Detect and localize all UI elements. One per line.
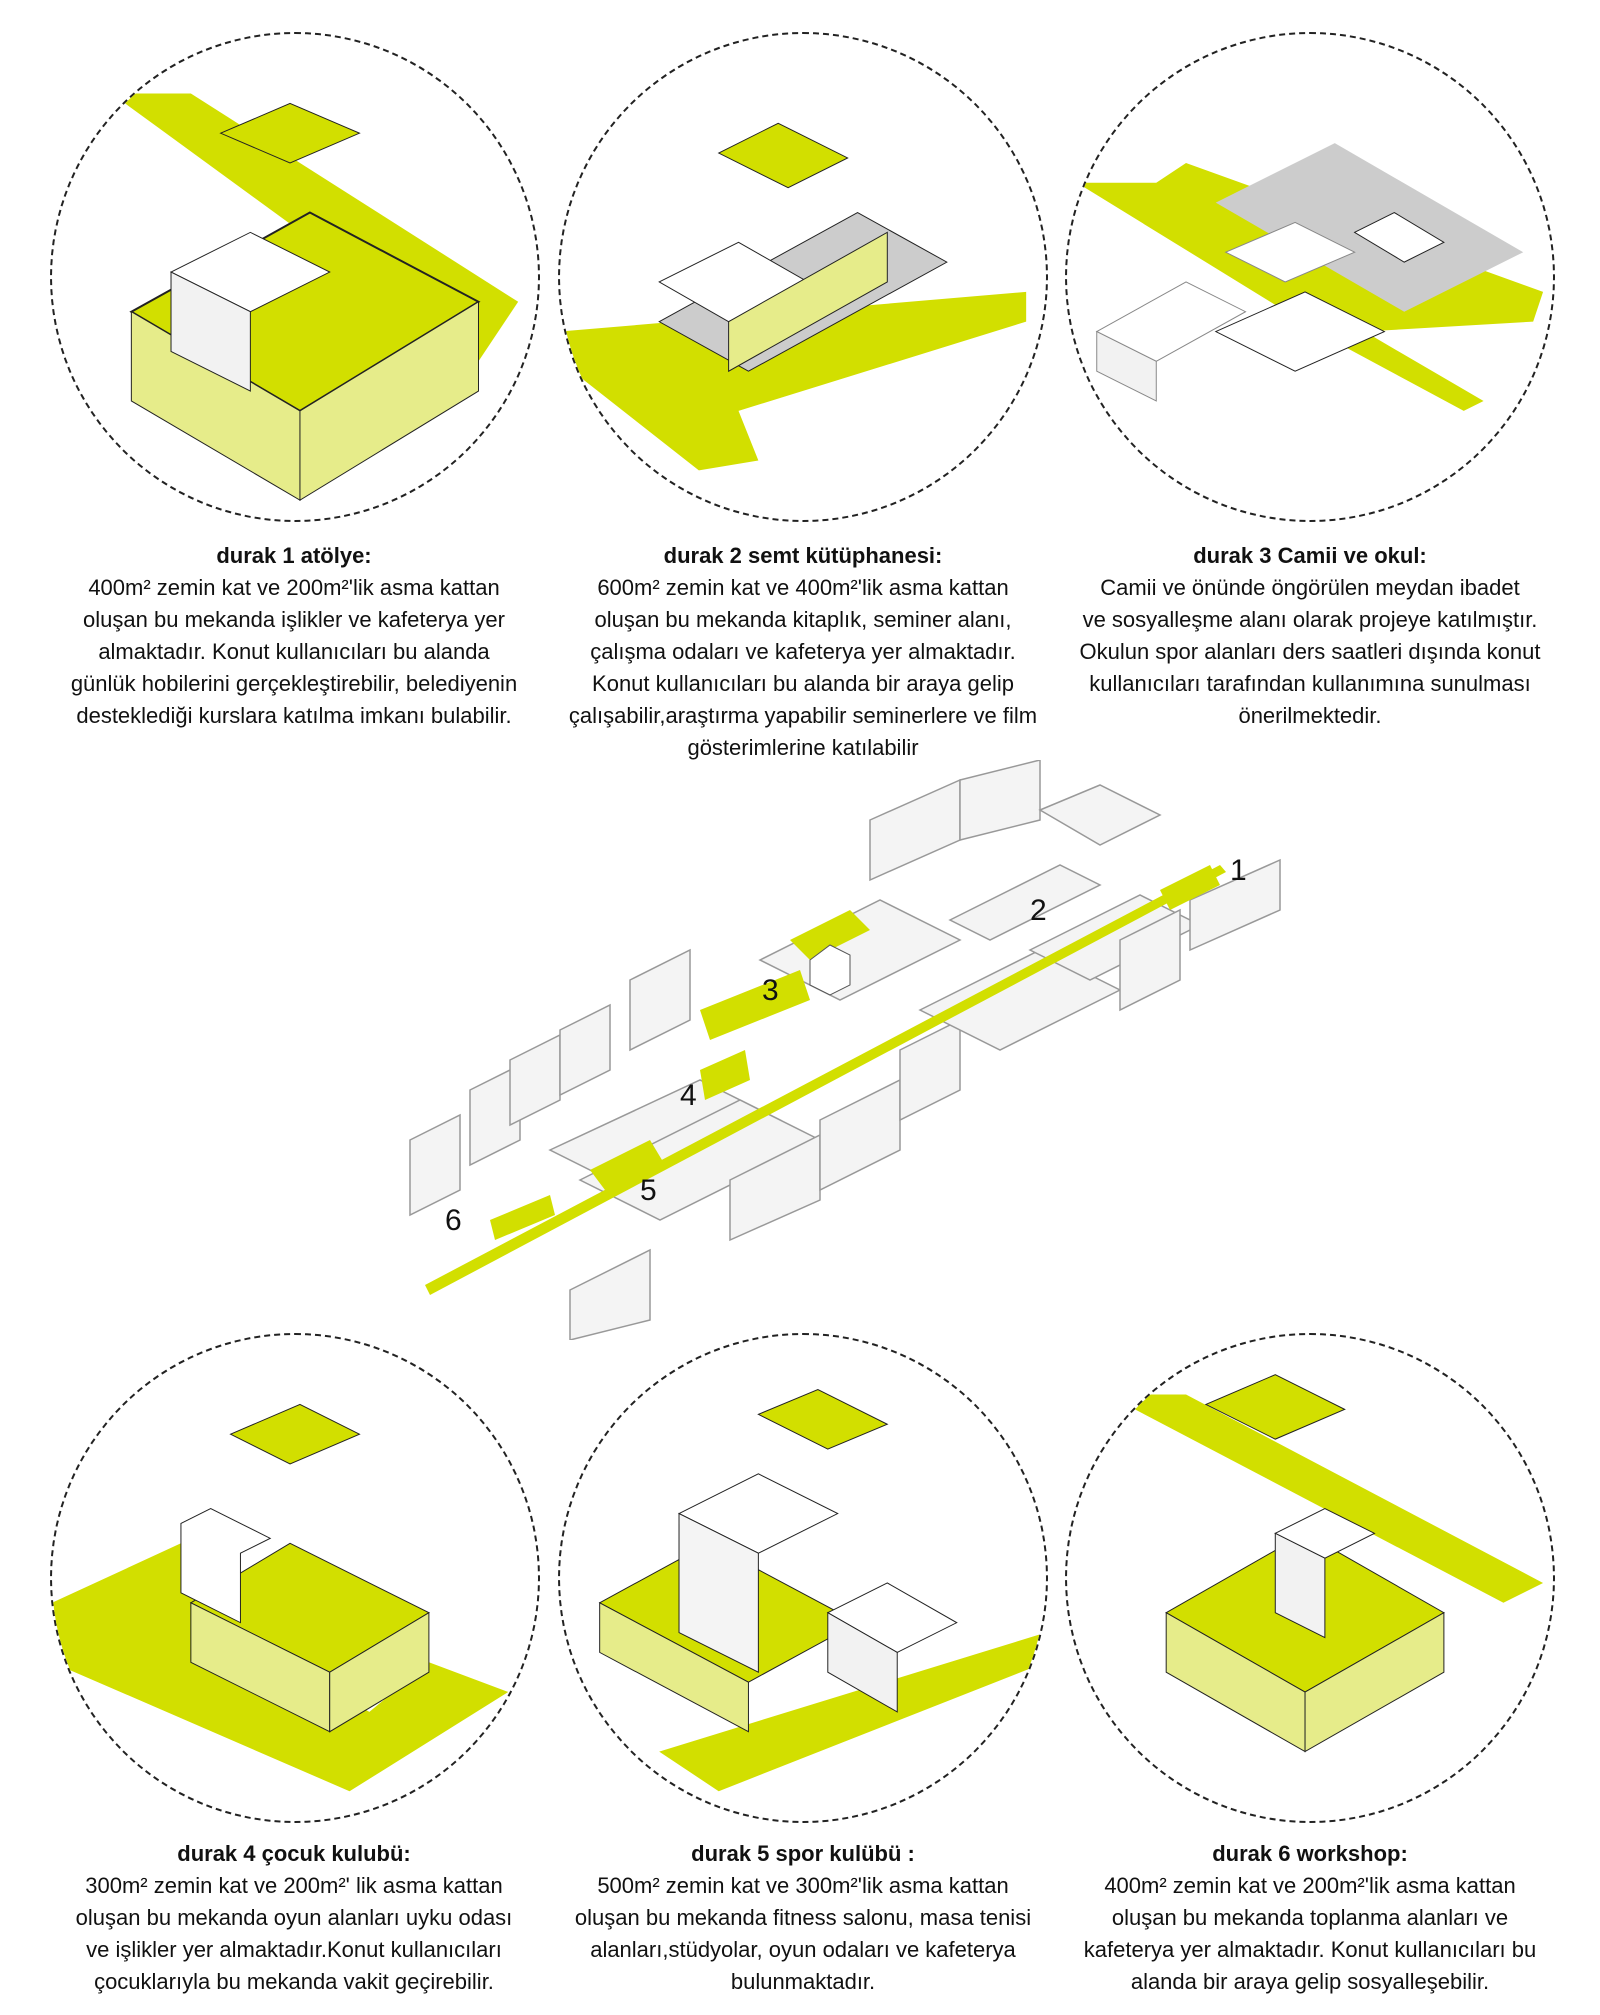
desc-line: çocuklarıyla bu mekanda vakit geçirebili…: [94, 1969, 494, 1994]
stop-5-diagram: [558, 1333, 1048, 1823]
desc-line: alanda bir araya gelip sosyalleşebilir.: [1130, 1969, 1490, 1994]
map-label-3: 3: [762, 974, 779, 1007]
mosque: [809, 944, 851, 996]
desc-line: kafeterya yer almaktadır. Konut kullanıc…: [1083, 1937, 1537, 1962]
stop-2-diagram: [558, 32, 1048, 522]
map-label-5: 5: [640, 1174, 657, 1207]
desc-line: 400m² zemin kat ve 200m²'lik asma kattan: [88, 575, 500, 600]
desc-line: Camii ve önünde öngörülen meydan ibadet: [1100, 575, 1520, 600]
desc-line: günlük hobilerini gerçekleştirebilir, be…: [70, 671, 518, 696]
desc-line: ve işlikler yer almaktadır.Konut kullanı…: [86, 1937, 502, 1962]
desc-line: Konut kullanıcıları bu alanda bir araya …: [592, 671, 1014, 696]
stop-4-diagram: [50, 1333, 540, 1823]
desc-line: Okulun spor alanları ders saatleri dışın…: [1079, 639, 1541, 664]
map-label-1: 1: [1230, 854, 1247, 887]
stop-4-description: durak 4 çocuk kulubü: 300m² zemin kat ve…: [34, 1838, 554, 1998]
stop-title: durak 1 atölye:: [216, 543, 372, 568]
stop-title: durak 5 spor kulübü :: [691, 1841, 915, 1866]
desc-line: oluşan bu mekanda toplanma alanları ve: [1111, 1905, 1509, 1930]
desc-line: kullanıcıları tarafından kullanımına sun…: [1089, 671, 1531, 696]
desc-line: önerilmektedir.: [1238, 703, 1382, 728]
stop-3-description: durak 3 Camii ve okul: Camii ve önünde ö…: [1050, 540, 1570, 732]
map-label-2: 2: [1030, 894, 1047, 927]
stop-1-diagram: [50, 32, 540, 522]
desc-line: desteklediği kurslara katılma imkanı bul…: [76, 703, 512, 728]
stop-5-description: durak 5 spor kulübü : 500m² zemin kat ve…: [543, 1838, 1063, 1998]
stop-title: durak 2 semt kütüphanesi:: [663, 543, 943, 568]
stop-2-description: durak 2 semt kütüphanesi: 600m² zemin ka…: [543, 540, 1063, 764]
stop-1-description: durak 1 atölye: 400m² zemin kat ve 200m²…: [34, 540, 554, 732]
desc-line: çalışabilir,araştırma yapabilir seminerl…: [568, 703, 1038, 728]
desc-line: bulunmaktadır.: [730, 1969, 876, 1994]
desc-line: oluşan bu mekanda kitaplık, seminer alan…: [594, 607, 1012, 632]
desc-line: 300m² zemin kat ve 200m²' lik asma katta…: [85, 1873, 503, 1898]
stop-6-diagram: [1065, 1333, 1555, 1823]
context-buildings: [409, 760, 1281, 1340]
desc-line: oluşan bu mekanda işlikler ve kafeterya …: [83, 607, 505, 632]
desc-line: almaktadır. Konut kullanıcıları bu aland…: [98, 639, 490, 664]
desc-line: oluşan bu mekanda oyun alanları uyku oda…: [75, 1905, 513, 1930]
desc-line: oluşan bu mekanda fitness salonu, masa t…: [574, 1905, 1032, 1930]
site-map: 1 2 3 4 5 6: [409, 760, 1281, 1340]
stop-title: durak 4 çocuk kulubü:: [177, 1841, 411, 1866]
stop-title: durak 3 Camii ve okul:: [1193, 543, 1427, 568]
route: [425, 865, 1226, 1295]
stop-title: durak 6 workshop:: [1212, 1841, 1408, 1866]
stop-3-diagram: [1065, 32, 1555, 522]
desc-line: alanları,stüdyolar, oyun odaları ve kafe…: [590, 1937, 1016, 1962]
desc-line: 600m² zemin kat ve 400m²'lik asma kattan: [597, 575, 1009, 600]
stop-6-description: durak 6 workshop: 400m² zemin kat ve 200…: [1050, 1838, 1570, 1998]
desc-line: çalışma odaları ve kafeterya yer almakta…: [590, 639, 1016, 664]
desc-line: 500m² zemin kat ve 300m²'lik asma kattan: [597, 1873, 1009, 1898]
desc-line: ve sosyalleşme alanı olarak projeye katı…: [1082, 607, 1538, 632]
desc-line: 400m² zemin kat ve 200m²'lik asma kattan: [1104, 1873, 1516, 1898]
map-label-6: 6: [445, 1204, 462, 1237]
map-label-4: 4: [680, 1079, 697, 1112]
desc-line: gösterimlerine katılabilir: [687, 735, 919, 760]
